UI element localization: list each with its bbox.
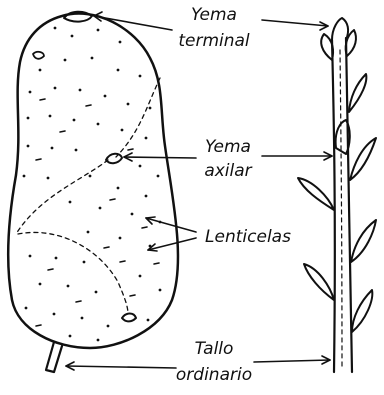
small-eye-top-left	[33, 52, 44, 59]
stem-leaf-left-upper	[298, 178, 334, 210]
stem-vascular-dashes	[340, 50, 342, 366]
label-yema-terminal-line2: terminal	[178, 31, 250, 51]
stem-leaf-right-middle	[350, 138, 376, 180]
spiral-line-upper	[116, 78, 160, 157]
stem-leaf-left-lower	[304, 264, 334, 300]
stem-terminal-bud	[332, 18, 348, 40]
label-yema-axilar-line1: Yema	[205, 137, 251, 157]
labels: Yema terminal Yema axilar Lenticelas Tal…	[176, 5, 291, 385]
ordinary-stem	[298, 18, 376, 372]
tuber	[8, 12, 178, 372]
spiral-line-middle	[16, 160, 108, 234]
label-tallo-ordinario-line1: Tallo	[195, 339, 234, 359]
label-yema-terminal-line1: Yema	[191, 5, 237, 25]
axillary-bud-eye	[106, 154, 122, 163]
stem-leaf-right-lower	[351, 220, 376, 262]
arrow-yema-terminal-to-tuber	[94, 16, 172, 30]
stem-leaf-right-upper	[349, 74, 366, 112]
stem-right-edge	[346, 38, 352, 372]
arrow-tallo-to-stem	[254, 360, 330, 362]
lower-eye	[122, 314, 136, 322]
arrow-tallo-to-stolon	[66, 366, 176, 368]
arrow-yema-terminal-to-stem	[262, 20, 328, 26]
arrow-lenticelas-upper	[146, 218, 196, 232]
lenticel-dashes	[36, 99, 159, 326]
lenticels	[23, 27, 162, 342]
leader-lines	[66, 12, 332, 370]
spiral-line-lower	[18, 232, 128, 314]
label-yema-axilar-line2: axilar	[204, 161, 252, 181]
tuber-outline	[8, 14, 178, 348]
label-lenticelas: Lenticelas	[205, 227, 291, 247]
stem-leaf-right-bottom	[352, 290, 372, 332]
arrow-yema-axilar-to-tuber	[124, 157, 196, 158]
stolon-stub	[46, 342, 62, 372]
label-tallo-ordinario-line2: ordinario	[176, 365, 252, 385]
